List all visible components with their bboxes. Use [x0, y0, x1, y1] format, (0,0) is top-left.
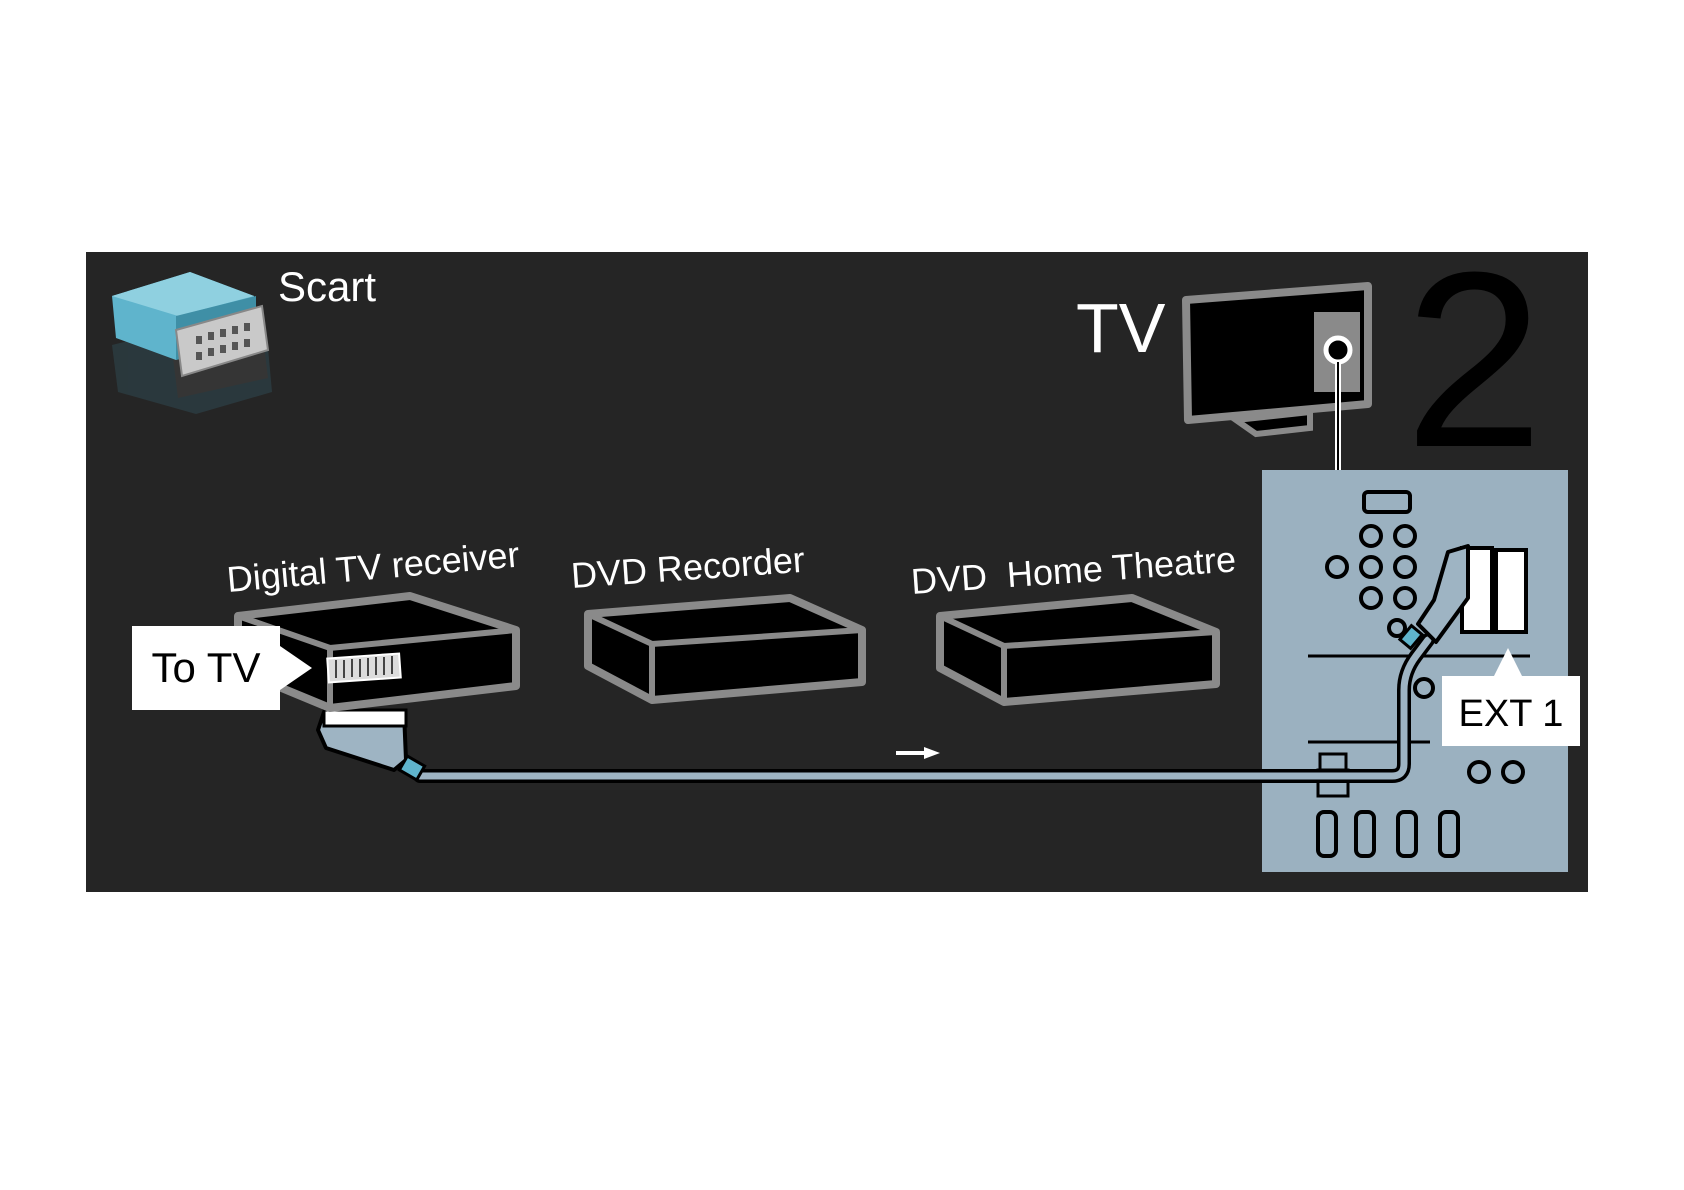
callout-to-tv: To TV	[132, 626, 312, 710]
scart-plug-icon	[112, 272, 272, 414]
callout-ext1-label: EXT 1	[1459, 693, 1564, 735]
direction-arrow-icon	[896, 747, 940, 759]
connector-label: Scart	[278, 263, 376, 310]
scart-cable	[316, 544, 1470, 783]
dvd-home-theatre-box	[936, 594, 1220, 706]
scart-socket-icon	[326, 652, 402, 684]
step-number: 2	[1404, 220, 1543, 499]
callout-ext1: EXT 1	[1442, 648, 1580, 746]
tv-label: TV	[1076, 289, 1166, 367]
callout-to-tv-label: To TV	[152, 644, 261, 691]
dvd-recorder-box	[584, 594, 866, 704]
